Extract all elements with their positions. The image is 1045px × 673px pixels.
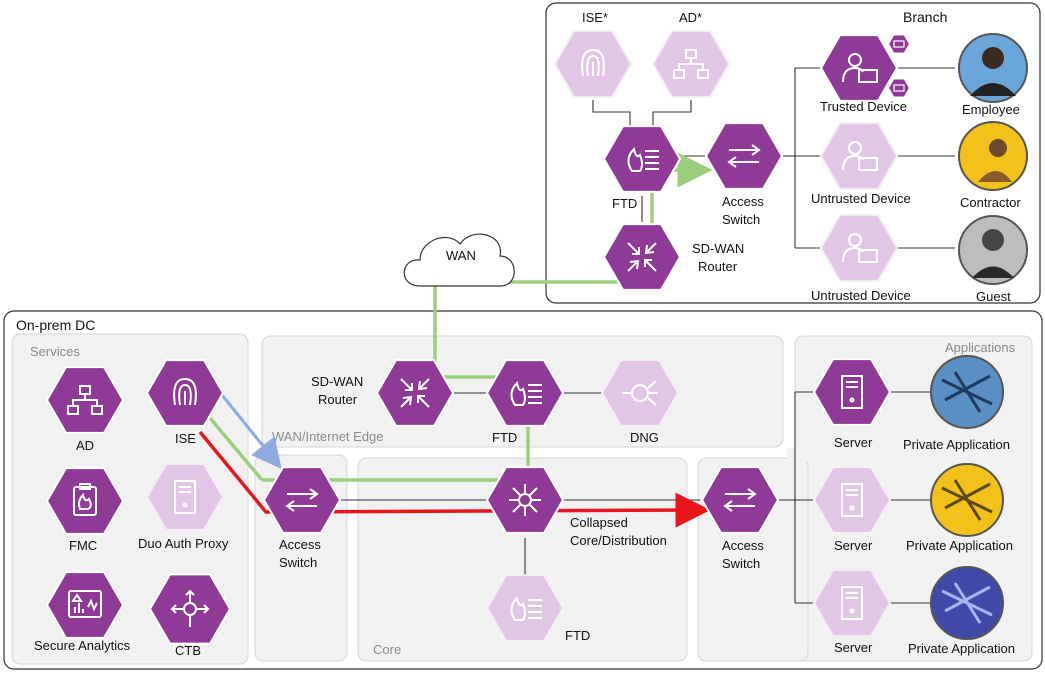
branch-ad-hex-icon: [651, 30, 731, 98]
blue-path: [220, 394, 282, 470]
branch-ftd-label: FTD: [612, 196, 637, 211]
applications-title: Applications: [945, 340, 1016, 355]
ad-hex-icon: [45, 366, 125, 434]
ctb-hex-icon: [148, 573, 232, 645]
branch-ad-label: AD*: [679, 10, 702, 25]
core-ftd-label: FTD: [565, 628, 590, 643]
trusted-device-hex-icon: [819, 34, 899, 102]
core-title: Core: [373, 642, 401, 657]
core-collapsed-label-1: Collapsed: [570, 515, 628, 530]
untrusted-device-hex-icon-2: [819, 214, 899, 282]
device-label-3: Untrusted Device: [811, 288, 911, 303]
branch-sdwan-router-hex-icon: [602, 223, 682, 291]
dng-hex-icon: [600, 359, 680, 427]
server-hex-icon-1: [812, 358, 892, 426]
edge-sdwan-router-hex-icon: [375, 359, 455, 427]
svc-label-fmc: FMC: [69, 538, 97, 553]
device-label-1: Trusted Device: [820, 99, 907, 114]
svc-label-ise: ISE: [175, 431, 196, 446]
wan-cloud-icon: [403, 233, 515, 287]
dc-title: On-prem DC: [16, 317, 95, 333]
private-app-icon-2: [930, 463, 1004, 537]
app-label-2: Private Application: [906, 538, 1013, 553]
branch-title: Branch: [903, 9, 947, 25]
branch-access-switch-hex-icon: [704, 122, 784, 190]
branch-ftd-hex-icon: [602, 125, 682, 193]
svc-label-duo: Duo Auth Proxy: [138, 536, 229, 551]
private-app-icon-1: [930, 355, 1004, 429]
svc-label-analytics: Secure Analytics: [34, 638, 131, 653]
untrusted-device-hex-icon-1: [819, 122, 899, 190]
branch-ise-label: ISE*: [582, 10, 608, 25]
green-path-ise: [208, 416, 264, 482]
fmc-hex-icon: [45, 467, 125, 535]
employee-photo: [958, 33, 1028, 103]
app-access-label-1: Access: [722, 538, 764, 553]
connector-lines: [341, 67, 955, 604]
trusted-badge-icon-2: [886, 77, 912, 99]
user-label-1: Employee: [962, 102, 1020, 117]
server-label-2: Server: [834, 538, 873, 553]
app-label-1: Private Application: [903, 437, 1010, 452]
dc-access-label-2: Switch: [279, 555, 317, 570]
svc-label-ctb: CTB: [175, 643, 201, 658]
private-app-icon-3: [930, 566, 1004, 640]
server-hex-icon-3: [812, 569, 892, 637]
edge-sdwan-label-2: Router: [318, 392, 358, 407]
branch-sdwan-label-2: Router: [698, 259, 738, 274]
dc-access-label-1: Access: [279, 537, 321, 552]
app-label-3: Private Application: [908, 641, 1015, 656]
core-ftd-hex-icon: [485, 574, 565, 642]
contractor-photo: [958, 121, 1028, 191]
dc-access-switch-hex-icon: [262, 466, 342, 534]
user-label-2: Contractor: [960, 195, 1021, 210]
branch-sdwan-label-1: SD-WAN: [692, 241, 744, 256]
edge-title: WAN/Internet Edge: [272, 429, 384, 444]
server-hex-icon-2: [812, 466, 892, 534]
trusted-badge-icon-1: [886, 33, 912, 55]
ise-hex-icon: [145, 359, 225, 427]
edge-ftd-label: FTD: [492, 430, 517, 445]
secure-analytics-hex-icon: [45, 571, 125, 639]
branch-access-label-1: Access: [722, 194, 764, 209]
server-label-3: Server: [834, 640, 873, 655]
edge-sdwan-label-1: SD-WAN: [311, 374, 363, 389]
wan-label: WAN: [446, 248, 476, 263]
app-access-switch-hex-icon: [700, 466, 780, 534]
core-collapsed-label-2: Core/Distribution: [570, 533, 667, 548]
duo-auth-proxy-hex-icon: [145, 463, 225, 531]
edge-ftd-hex-icon: [485, 359, 565, 427]
svc-label-ad: AD: [76, 438, 94, 453]
device-label-2: Untrusted Device: [811, 191, 911, 206]
user-label-3: Guest: [976, 289, 1011, 304]
branch-access-label-2: Switch: [722, 212, 760, 227]
branch-ise-hex-icon: [553, 30, 633, 98]
services-title: Services: [30, 344, 80, 359]
guest-photo: [958, 215, 1028, 285]
server-label-1: Server: [834, 435, 873, 450]
core-distribution-hex-icon: [485, 466, 565, 534]
edge-dng-label: DNG: [630, 430, 659, 445]
app-access-label-2: Switch: [722, 556, 760, 571]
